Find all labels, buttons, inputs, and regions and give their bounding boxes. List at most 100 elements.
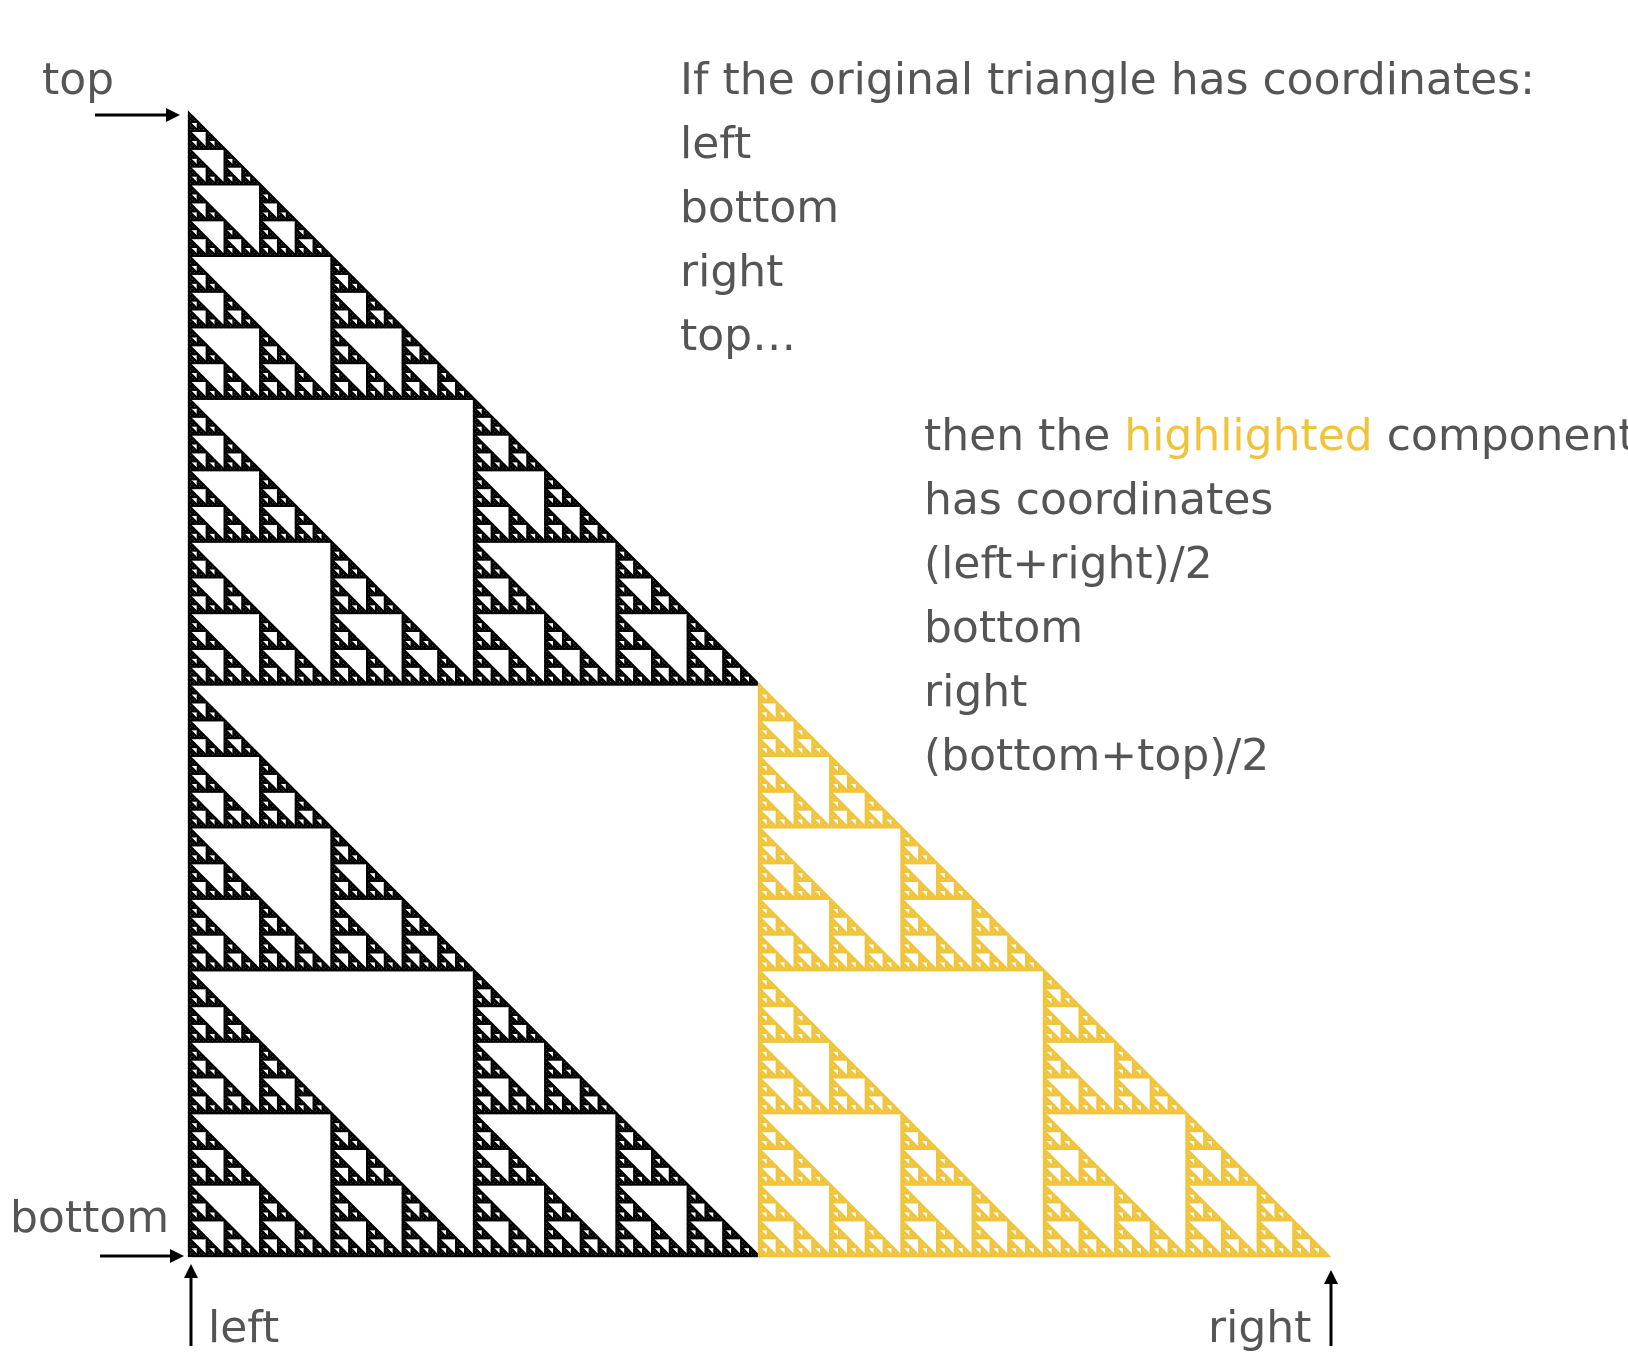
fractal-cell [192,668,201,677]
fractal-cell [210,284,219,293]
fractal-cell [726,659,735,668]
fractal-cell [771,1016,780,1025]
fractal-cell [192,1168,201,1177]
fractal-cell [219,1105,228,1115]
fractal-cell [615,547,624,557]
fractal-cell [223,726,232,735]
fractal-cell [196,958,206,967]
fractal-cell [780,1239,789,1249]
fractal-cell [833,1043,842,1052]
fractal-cell [245,1105,254,1115]
fractal-cell [223,221,232,231]
fractal-cell [201,1159,210,1168]
fractal-cell [259,525,268,534]
fractal-cell [299,963,308,972]
fractal-cell [517,463,526,472]
fractal-cell [588,1226,597,1235]
fractal-cell [481,1070,491,1079]
fractal-cell [263,757,272,766]
fractal-cell [205,1141,214,1150]
fractal-cell [232,226,241,235]
fractal-cell [508,668,517,677]
fractal-cell [388,311,397,320]
fractal-cell [357,320,366,329]
fractal-cell [624,1119,633,1128]
fractal-cell [775,989,784,999]
fractal-cell [401,1195,410,1204]
fractal-cell [348,391,357,400]
fractal-cell [615,1190,624,1200]
fractal-cell [401,922,410,932]
fractal-cell [205,815,214,825]
fractal-cell [366,1168,375,1177]
fractal-cell [263,364,272,374]
fractal-cell [864,1239,873,1249]
fractal-cell [223,588,232,597]
fractal-cell [308,1231,317,1240]
fractal-cell [232,659,241,668]
fractal-cell [512,1016,522,1025]
fractal-cell [205,355,214,365]
fractal-cell [259,958,268,967]
fractal-cell [330,838,339,847]
fractal-cell [508,530,517,539]
fractal-cell [557,677,566,686]
fractal-cell [548,632,557,641]
fractal-cell [619,579,629,588]
fractal-cell [294,1248,303,1258]
fractal-cell [196,690,206,699]
fractal-cell [855,1101,865,1110]
fractal-cell [472,1123,482,1133]
fractal-cell [187,784,197,793]
fractal-cell [704,637,713,646]
fractal-cell [548,614,557,624]
fractal-cell [294,949,303,958]
fractal-cell [259,467,268,476]
fractal-cell [330,538,339,548]
fractal-cell [223,579,232,588]
fractal-cell [192,641,201,650]
fractal-cell [268,1195,277,1204]
fractal-cell [472,597,482,606]
fractal-cell [330,257,339,266]
fractal-cell [281,498,290,508]
fractal-cell [201,605,210,615]
fractal-cell [762,1007,771,1016]
fractal-cell [379,588,388,597]
fractal-cell [691,677,700,686]
fractal-cell [401,373,410,382]
fractal-cell [205,1172,214,1182]
fractal-cell [486,998,495,1008]
fractal-cell [357,637,366,646]
fractal-cell [757,994,767,1003]
fractal-cell [584,668,593,677]
fractal-cell [196,248,206,257]
fractal-cell [187,1128,197,1137]
fractal-cell [512,516,522,525]
fractal-cell [855,1065,865,1075]
fractal-cell [499,1101,508,1110]
fractal-cell [642,570,651,579]
fractal-cell [423,1204,433,1213]
fractal-cell [192,775,201,784]
fractal-cell [205,954,214,963]
fractal-cell [263,373,272,382]
fractal-cell [700,623,709,633]
fractal-cell [842,1231,851,1240]
fractal-cell [477,463,486,472]
fractal-cell [205,963,214,972]
fractal-cell [259,896,268,905]
fractal-cell [757,1030,767,1039]
fractal-cell [330,940,339,950]
fractal-cell [686,628,695,637]
fractal-cell [210,748,219,758]
fractal-cell [544,1235,553,1244]
fractal-cell [281,641,290,650]
fractal-cell [232,1083,241,1092]
fractal-cell [495,1070,504,1079]
fractal-cell [339,373,348,382]
fractal-cell [201,1177,210,1186]
fractal-cell [366,1235,375,1244]
fractal-cell [392,672,401,682]
fractal-cell [472,489,482,499]
